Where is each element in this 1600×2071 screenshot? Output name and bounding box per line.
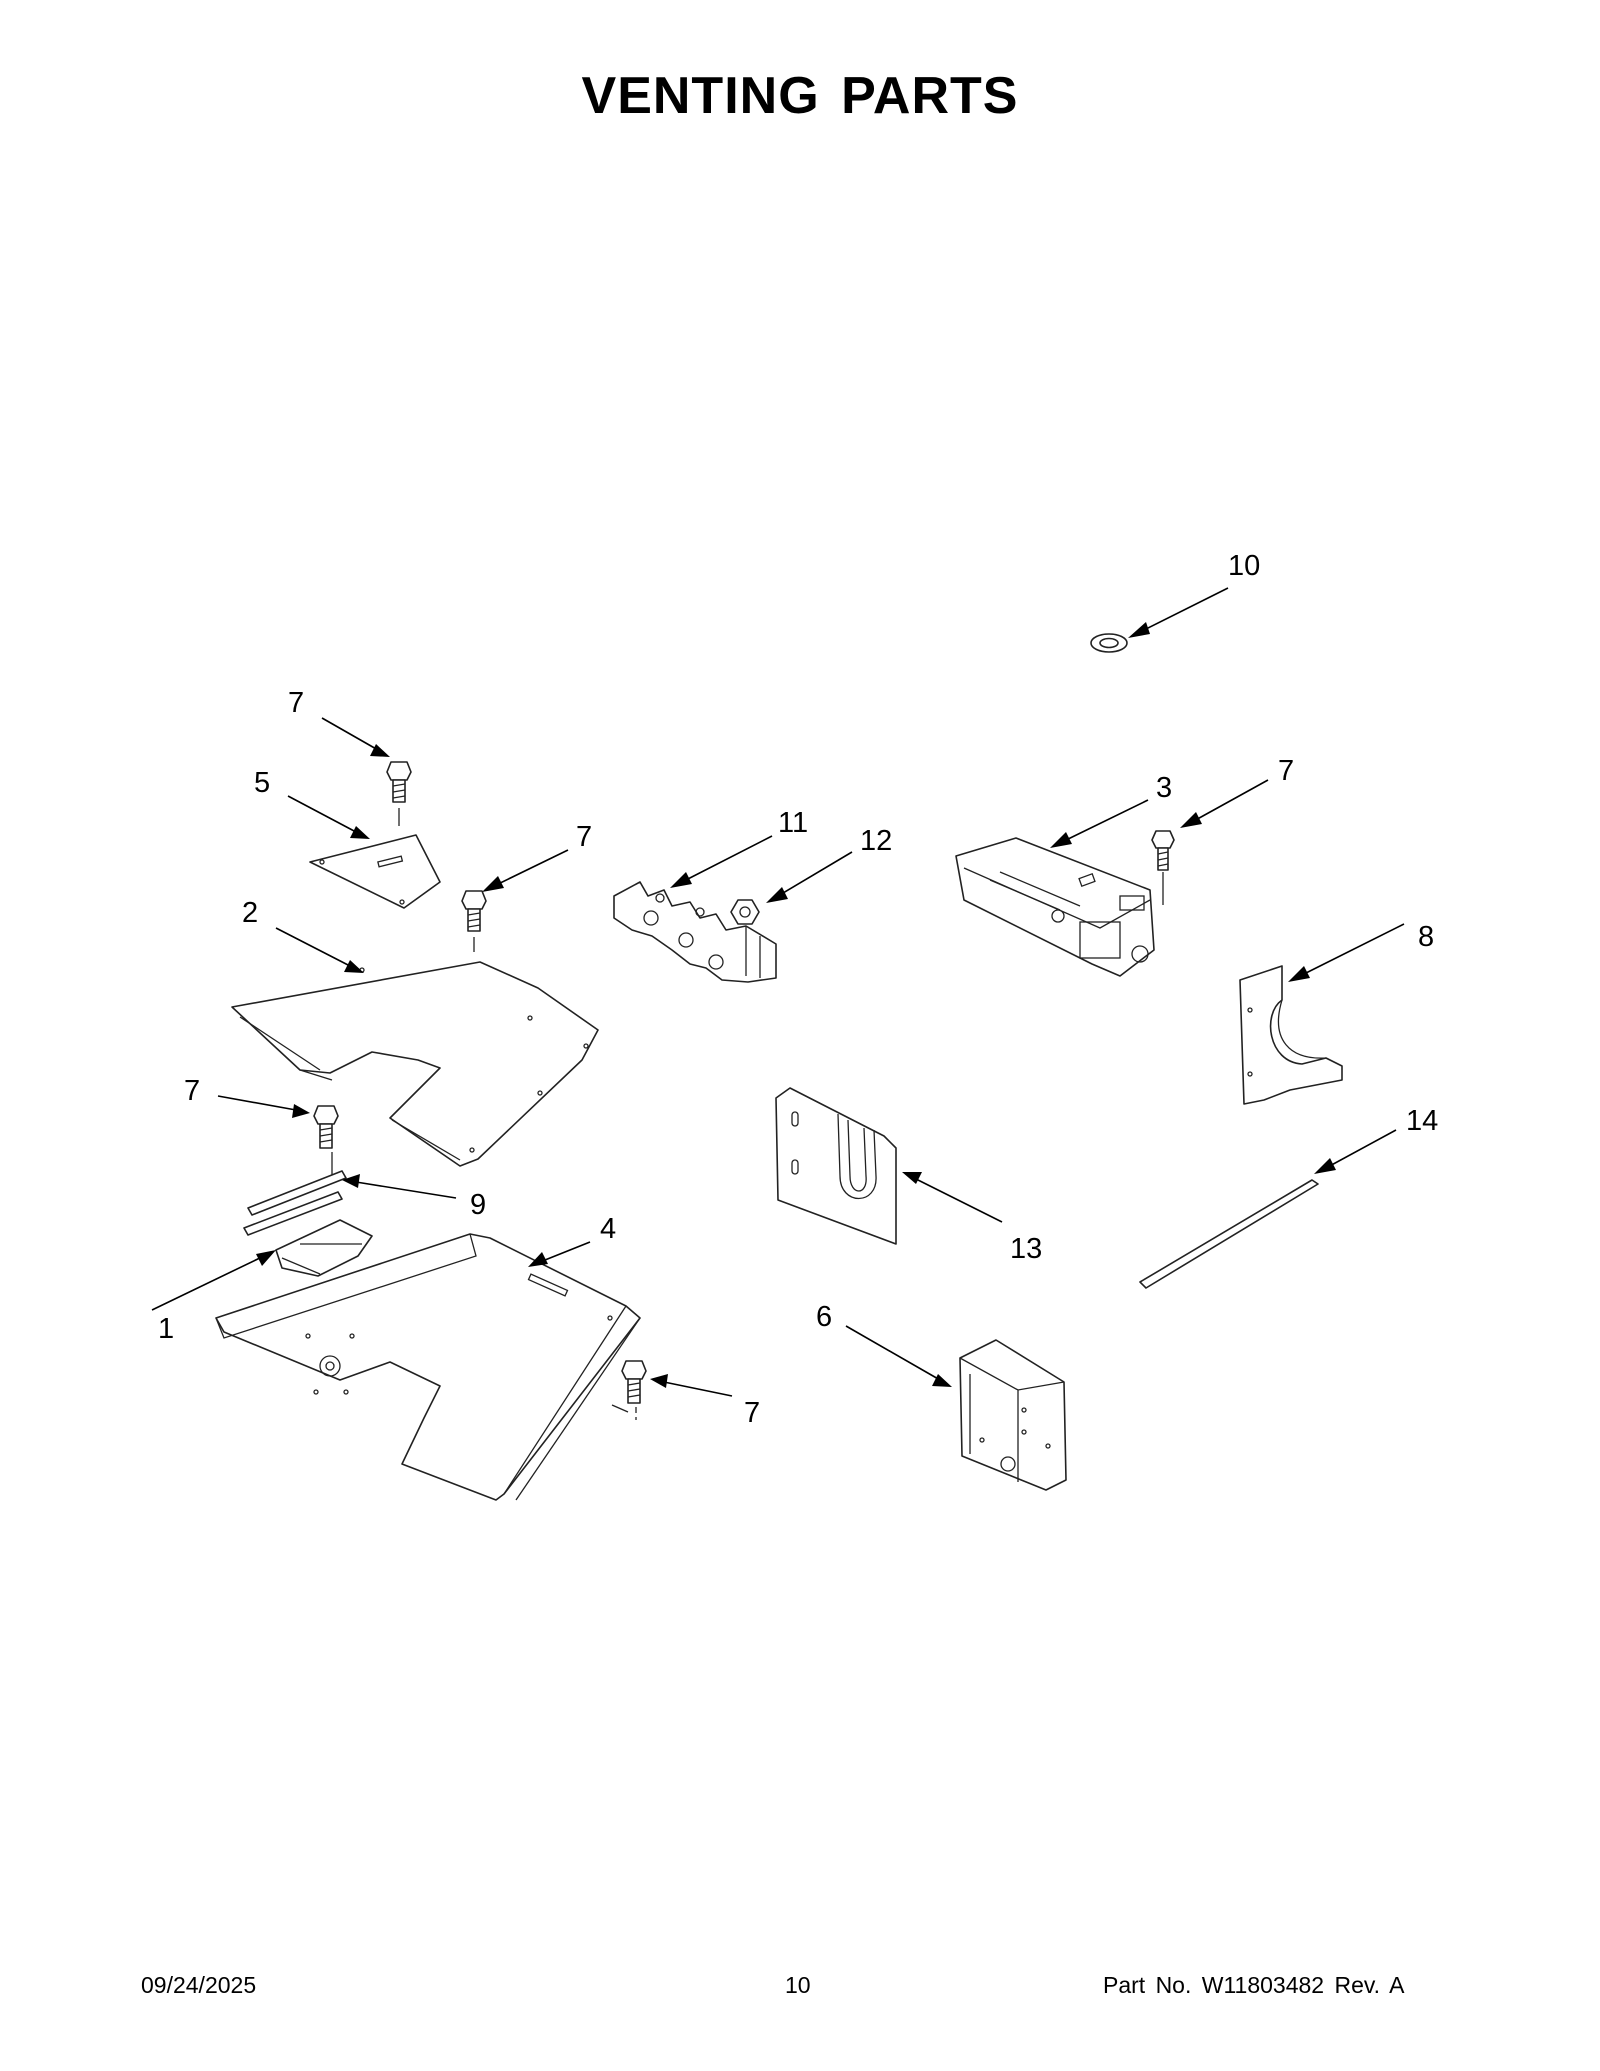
part-6-box bbox=[959, 1339, 1067, 1491]
callout-7: 7 bbox=[576, 821, 592, 853]
callout-13: 13 bbox=[1010, 1233, 1042, 1265]
part-12-nut bbox=[730, 899, 760, 925]
callout-labels: 10 7 5 7 2 11 12 3 7 8 7 9 4 1 14 13 6 7 bbox=[158, 550, 1438, 1429]
callout-12: 12 bbox=[860, 825, 892, 857]
part-7-screw-e bbox=[611, 1360, 647, 1420]
callout-1: 1 bbox=[158, 1313, 174, 1345]
footer-page-number: 10 bbox=[785, 1972, 811, 1998]
callout-3: 3 bbox=[1156, 772, 1172, 804]
callout-5: 5 bbox=[254, 767, 270, 799]
footer-date: 09/24/2025 bbox=[141, 1972, 257, 1998]
part-5-plate bbox=[309, 834, 441, 909]
callout-10: 10 bbox=[1228, 550, 1260, 582]
callout-7: 7 bbox=[1278, 755, 1294, 787]
part-7-screw-c bbox=[1151, 830, 1175, 905]
callout-4: 4 bbox=[600, 1213, 616, 1245]
part-10-washer bbox=[1090, 633, 1128, 653]
footer-part-number: Part No. W11803482 Rev. A bbox=[1103, 1972, 1405, 1998]
part-9-slide bbox=[243, 1170, 347, 1236]
part-3-latch-assembly bbox=[955, 837, 1155, 977]
callout-14: 14 bbox=[1406, 1105, 1438, 1137]
part-7-screw-d bbox=[313, 1105, 339, 1176]
callout-7: 7 bbox=[744, 1397, 760, 1429]
part-8-bracket bbox=[1239, 965, 1343, 1105]
part-14-rod bbox=[1139, 1179, 1319, 1289]
part-2-baffle bbox=[231, 961, 599, 1167]
part-4-panel bbox=[215, 1233, 641, 1501]
part-11-bracket bbox=[613, 881, 777, 983]
callout-2: 2 bbox=[242, 897, 258, 929]
part-13-plate bbox=[775, 1087, 897, 1245]
leader-lines bbox=[151, 587, 1405, 1397]
part-7-screw-b bbox=[461, 890, 487, 952]
callout-11: 11 bbox=[778, 807, 808, 839]
part-7-screw-a bbox=[386, 761, 412, 826]
callout-6: 6 bbox=[816, 1301, 832, 1333]
callout-7: 7 bbox=[288, 687, 304, 719]
callout-7: 7 bbox=[184, 1075, 200, 1107]
callout-8: 8 bbox=[1418, 921, 1434, 953]
page-title: VENTING PARTS bbox=[581, 67, 1019, 125]
callout-9: 9 bbox=[470, 1189, 486, 1221]
